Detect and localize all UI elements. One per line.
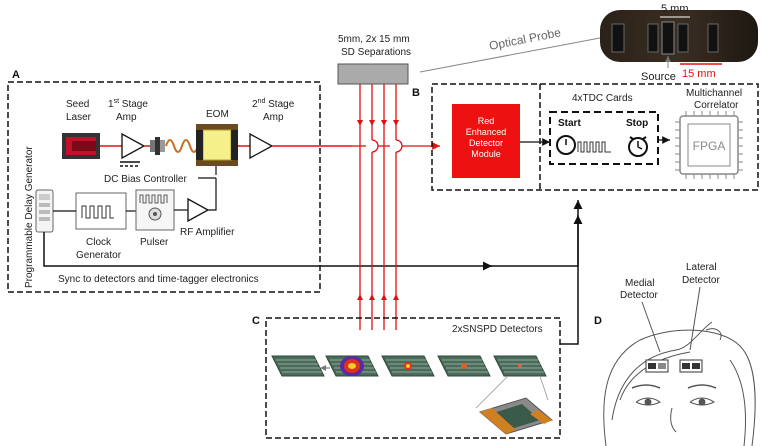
seed-laser-label-2: Laser (66, 112, 92, 123)
fpga-label: FPGA (693, 139, 726, 153)
panel-b-label: B (412, 87, 420, 99)
zoom-line-1 (475, 375, 509, 409)
detector-module-box (452, 104, 520, 178)
rf-amp-symbol (187, 197, 210, 223)
separations-label-2: SD Separations (341, 47, 411, 58)
snspd-tile-4 (437, 355, 491, 377)
panel-b-box (431, 83, 759, 191)
eom-label: EOM (206, 109, 229, 120)
source-label: Source (641, 71, 676, 83)
correlator-title-2: Correlator (694, 100, 739, 111)
panel-a-box (7, 81, 321, 293)
stage1-amp-label-2: Amp (116, 112, 137, 123)
stage2-amp-symbol (249, 132, 274, 160)
panel-c-label: C (252, 315, 260, 327)
medial-label-2: Detector (620, 290, 658, 301)
stop-alarm-icon (628, 136, 648, 157)
snspd-tile-3 (381, 355, 435, 377)
stage2-amp-label-2: Amp (263, 112, 284, 123)
rf-to-eom-wire (208, 178, 217, 211)
tdc-start-label: Start (558, 118, 581, 129)
rf-amp-label: RF Amplifier (180, 227, 235, 238)
scale-5mm-label: 5 mm (661, 3, 689, 15)
panel-c-box (265, 317, 561, 439)
start-stopwatch-icon (556, 135, 576, 155)
delay-generator-label: Programmable Delay Generator (24, 146, 35, 288)
snspd-chip (478, 397, 554, 435)
snspd-tile-5 (493, 355, 547, 377)
stage2-amp-label-1: 2nd Stage (252, 98, 295, 110)
tdc-stop-label: Stop (626, 118, 648, 129)
tdc-box (549, 111, 659, 165)
correlator-title-1: Multichannel (686, 88, 742, 99)
detector-module-label-1: Red (478, 116, 495, 126)
snspd-label: 2xSNSPD Detectors (452, 324, 543, 335)
seed-laser-device (62, 133, 100, 159)
clock-generator-label-2: Generator (76, 250, 122, 261)
seed-laser-label-1: Seed (66, 99, 89, 110)
clock-generator-box (75, 192, 127, 230)
clock-waveform (81, 205, 114, 219)
lateral-label-2: Detector (682, 275, 720, 286)
delay-generator-device (35, 189, 54, 233)
pulser-waveform (139, 194, 168, 204)
dc-bias-label: DC Bias Controller (104, 174, 187, 185)
fiber-arrowheads (357, 120, 399, 300)
optical-probe-label: Optical Probe (488, 25, 562, 53)
lateral-label-1: Lateral (686, 262, 717, 273)
stage1-amp-symbol (121, 132, 146, 160)
fiber-connector-1 (150, 137, 165, 155)
detector-module-label-3: Detector (469, 138, 503, 148)
detector-module-label-2: Enhanced (466, 127, 507, 137)
fpga-chip-icon (675, 111, 743, 179)
snspd-to-tdc-wire (560, 200, 583, 345)
medial-label-1: Medial (625, 278, 654, 289)
probe-photo (600, 10, 758, 62)
snspd-tile-2 (325, 355, 379, 377)
panel-a-label: A (12, 69, 20, 81)
tdc-pulse-train (577, 141, 611, 153)
lateral-detector-patch (679, 359, 703, 373)
zoom-line-2 (539, 375, 549, 401)
sync-label: Sync to detectors and time-tagger electr… (58, 274, 259, 285)
pulser-label: Pulser (140, 237, 169, 248)
tdc-title: 4xTDC Cards (572, 93, 633, 104)
eom-device (196, 124, 238, 166)
optical-probe-line (419, 37, 601, 73)
sd-separations-block (337, 63, 409, 85)
panel-d-label: D (594, 315, 602, 327)
head-drawing (603, 321, 756, 446)
medial-detector-patch (645, 359, 669, 373)
clock-generator-label-1: Clock (86, 237, 112, 248)
separations-label-1: 5mm, 2x 15 mm (338, 34, 410, 45)
medial-pointer (641, 301, 661, 353)
scale-15mm-label: 15 mm (682, 68, 716, 80)
lateral-pointer (689, 286, 701, 351)
snspd-tile-1 (271, 355, 325, 377)
stage1-amp-label-1: 1st Stage (108, 98, 148, 110)
detector-module-label-4: Module (471, 149, 501, 159)
